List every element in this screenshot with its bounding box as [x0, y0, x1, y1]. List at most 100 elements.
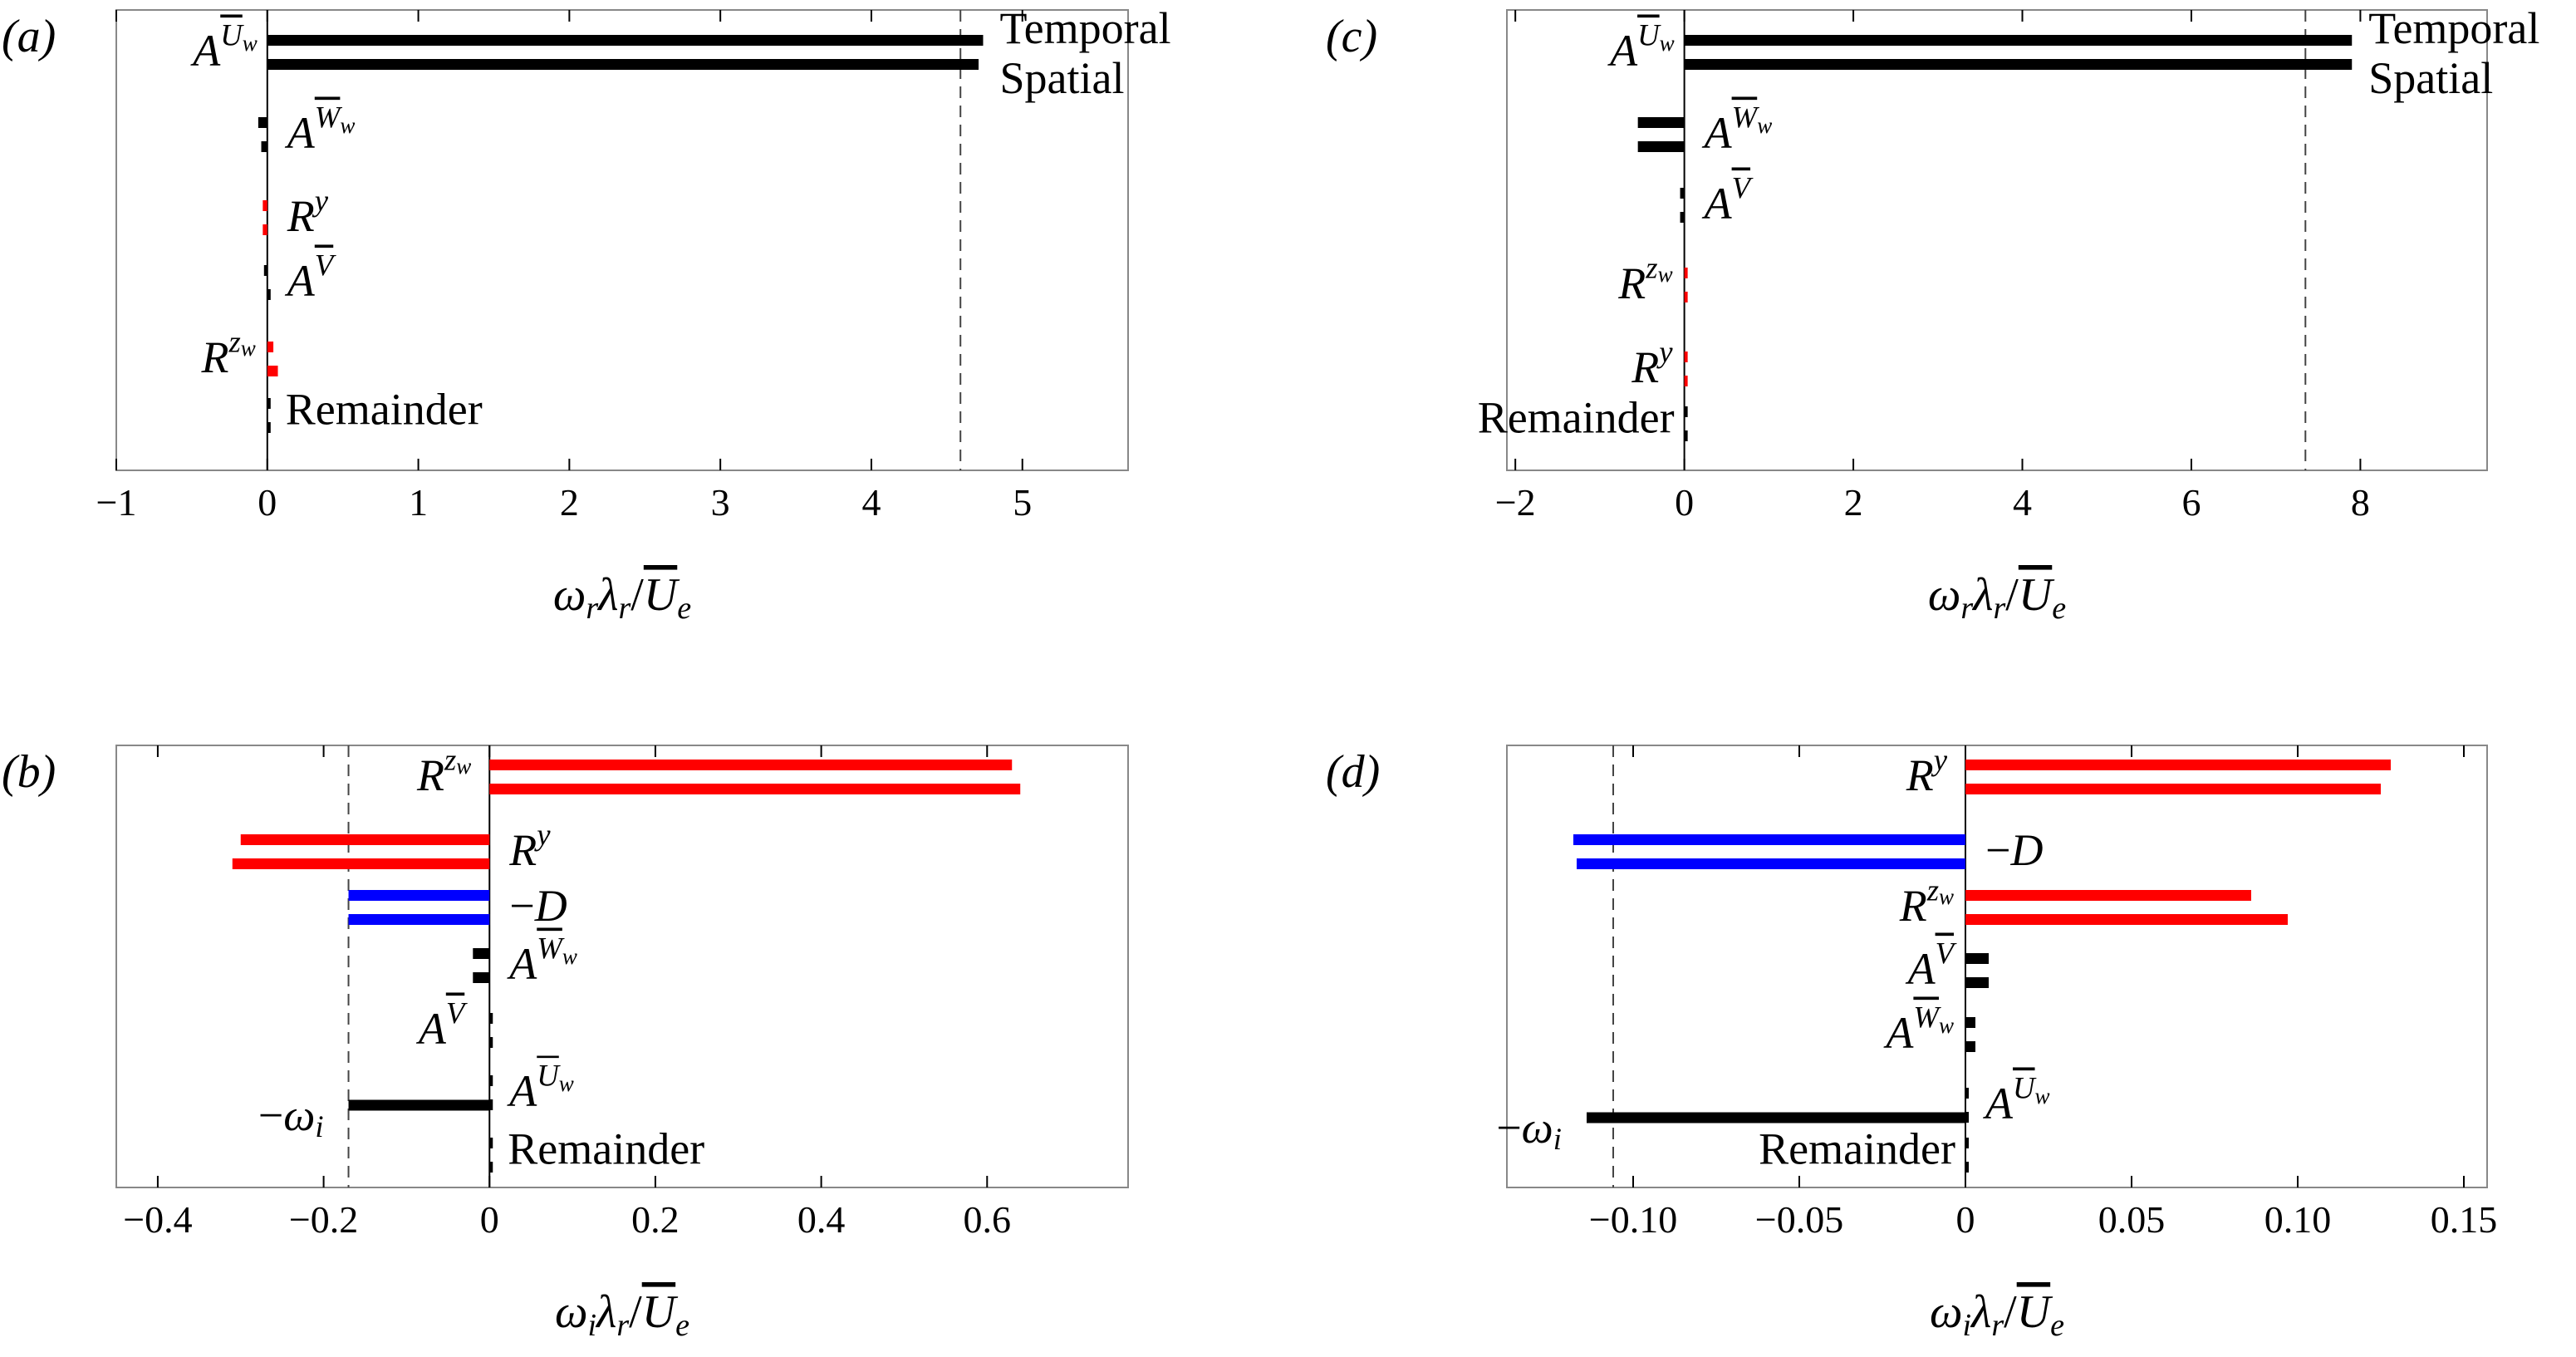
panel-label: (d): [1326, 746, 1380, 798]
term-label: −D: [1985, 825, 2043, 875]
x-tick-label: −0.10: [1589, 1198, 1677, 1241]
bar: [489, 1075, 493, 1086]
term-label: AUw: [1983, 1071, 2050, 1128]
x-axis-label: ωrλr/Ue: [553, 569, 691, 626]
term-label: AWw: [507, 932, 577, 989]
x-tick-label: 0.15: [2431, 1198, 2498, 1241]
term-label: Remainder: [286, 384, 483, 434]
bar: [1684, 352, 1688, 362]
x-tick-label: 0: [1675, 481, 1694, 524]
term-label: AV: [1906, 937, 1957, 994]
x-tick-label: 4: [861, 481, 881, 524]
bar: [261, 141, 267, 152]
x-tick-label: −0.05: [1755, 1198, 1843, 1241]
term-label: AWw: [1702, 101, 1773, 158]
bar: [489, 760, 1013, 770]
term-label: Remainder: [508, 1123, 704, 1173]
x-tick-label: 0: [480, 1198, 499, 1241]
term-label: Ry: [508, 818, 551, 875]
bar: [263, 224, 267, 235]
bar: [267, 35, 984, 46]
term-label: Rzw: [200, 325, 255, 382]
term-label: AUw: [507, 1059, 574, 1116]
x-axis-label: ωrλr/Ue: [1928, 569, 2066, 626]
x-tick-label: −2: [1495, 481, 1536, 524]
term-label: Rzw: [1899, 873, 1954, 931]
bar: [348, 1099, 490, 1111]
term-label: AUw: [1607, 18, 1675, 76]
legend-entry-spatial: Spatial: [999, 53, 1124, 103]
panel-d: (d) −0.10 −0.05 0 0.05 0.10 0.15: [1326, 745, 2497, 1241]
bar: [1965, 1041, 1975, 1052]
bar: [267, 422, 271, 433]
bar: [1965, 1138, 1969, 1148]
bar: [489, 1013, 493, 1024]
bar: [489, 1138, 493, 1148]
term-label: −ωi: [1496, 1103, 1562, 1156]
bar: [473, 948, 490, 959]
x-tick-label: 0.4: [797, 1198, 846, 1241]
x-tick-label: 0: [258, 481, 277, 524]
bar: [473, 972, 490, 983]
x-tick-label: 2: [1844, 481, 1863, 524]
term-label: AV: [416, 996, 468, 1054]
x-tick-label: 0.10: [2264, 1198, 2332, 1241]
panel-label: (c): [1326, 11, 1377, 62]
bar: [489, 1037, 493, 1048]
term-label: AWw: [285, 101, 356, 158]
x-axis-label: ωiλr/Ue: [1930, 1286, 2064, 1343]
bar: [1965, 784, 2381, 794]
bar: [1680, 188, 1685, 199]
x-tick-label: 0: [1956, 1198, 1975, 1241]
term-label: Remainder: [1759, 1123, 1955, 1173]
term-label: Ry: [1906, 743, 1948, 800]
legend-entry-spatial: Spatial: [2368, 53, 2493, 103]
term-label: −D: [509, 881, 567, 931]
term-label: AV: [1702, 171, 1754, 229]
x-tick-label: 1: [409, 481, 428, 524]
x-tick-label: 6: [2181, 481, 2201, 524]
bar: [1965, 1162, 1969, 1173]
x-tick-label: −0.4: [123, 1198, 192, 1241]
bar: [1965, 1088, 1969, 1099]
bar: [1684, 59, 2353, 70]
x-tick-label: −1: [96, 481, 137, 524]
x-tick-label: −0.2: [289, 1198, 358, 1241]
bar: [267, 342, 274, 352]
bar: [1684, 430, 1688, 441]
x-tick-label: 0.2: [631, 1198, 680, 1241]
plot-frame: [115, 745, 1129, 1188]
bar: [1637, 117, 1685, 128]
bar: [348, 914, 490, 925]
bar: [348, 890, 490, 901]
bar: [1965, 914, 2288, 925]
bar: [1637, 141, 1685, 152]
bar: [489, 1099, 493, 1110]
bar: [489, 784, 1021, 794]
legend-entry-temporal: Temporal: [2368, 3, 2539, 53]
x-tick-label: 2: [560, 481, 579, 524]
x-tick-label: 4: [2013, 481, 2032, 524]
bar: [240, 834, 490, 845]
term-label: Rzw: [1617, 251, 1672, 308]
bar: [1965, 760, 2391, 770]
bar: [263, 200, 267, 211]
term-label: AWw: [1883, 1001, 1954, 1058]
panel-label: (a): [2, 11, 56, 62]
x-tick-label: 3: [711, 481, 730, 524]
bar: [267, 59, 979, 70]
term-label: Ry: [1631, 335, 1673, 392]
bar: [1965, 953, 1989, 964]
bar: [1587, 1112, 1965, 1123]
term-label: −ωi: [258, 1090, 324, 1143]
x-tick-label: 0.05: [2098, 1198, 2166, 1241]
bar: [267, 289, 271, 300]
term-label: AUw: [190, 18, 258, 76]
plot-frame: [1506, 9, 2488, 471]
term-label: Rzw: [416, 743, 471, 800]
plot-frame: [115, 9, 1129, 471]
